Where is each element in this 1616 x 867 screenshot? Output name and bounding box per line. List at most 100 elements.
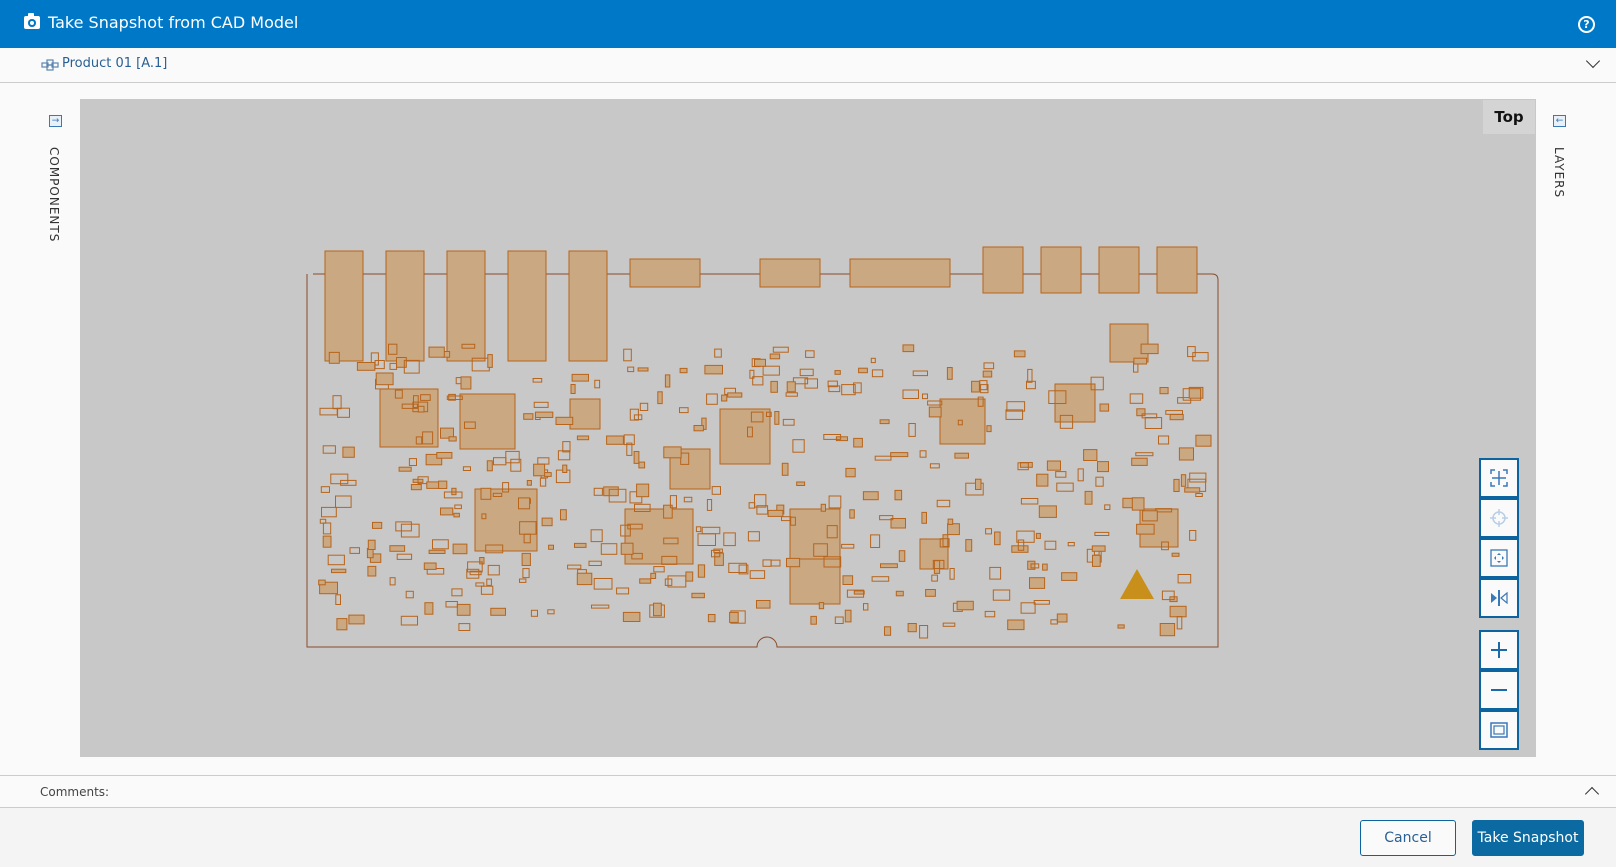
- smd-component: [521, 552, 531, 566]
- smd-component: [921, 511, 928, 524]
- smd-component: [774, 411, 780, 425]
- components-panel-tab[interactable]: COMPONENTS: [47, 147, 61, 243]
- smd-component: [1189, 530, 1197, 541]
- zoom-out-button[interactable]: [1479, 670, 1519, 710]
- smd-component: [1161, 590, 1175, 601]
- smd-component: [342, 446, 355, 458]
- smd-component: [965, 482, 984, 496]
- smd-component: [417, 476, 429, 485]
- smd-component: [486, 578, 492, 586]
- smd-component: [762, 559, 772, 567]
- smd-component: [949, 568, 955, 580]
- smd-component: [1083, 449, 1098, 462]
- smd-component: [328, 351, 340, 364]
- help-icon[interactable]: ?: [1578, 16, 1595, 33]
- mirror-button[interactable]: [1479, 578, 1519, 618]
- smd-component: [653, 602, 662, 617]
- smd-component: [792, 377, 809, 385]
- smd-component: [992, 589, 1011, 601]
- smd-component: [337, 407, 351, 418]
- smd-component: [756, 600, 771, 609]
- smd-component: [576, 572, 593, 586]
- smd-component: [919, 625, 929, 639]
- smd-component: [375, 372, 394, 386]
- smd-component: [1038, 505, 1057, 518]
- smd-component: [1042, 563, 1048, 571]
- take-snapshot-button[interactable]: Take Snapshot: [1472, 820, 1584, 856]
- smd-component: [982, 370, 993, 378]
- smd-component: [1048, 390, 1067, 404]
- smd-component: [486, 460, 493, 472]
- dialog-footer: Cancel Take Snapshot: [0, 808, 1616, 867]
- smd-component: [526, 480, 532, 486]
- fit-all-button[interactable]: [1479, 710, 1519, 750]
- cancel-button[interactable]: Cancel: [1360, 820, 1456, 856]
- smd-component: [451, 588, 463, 597]
- smd-component: [1011, 545, 1029, 553]
- smd-component: [608, 488, 627, 503]
- smd-component: [870, 534, 881, 548]
- fit-selection-button[interactable]: [1479, 458, 1519, 498]
- expand-layers-icon[interactable]: ←: [1553, 115, 1566, 127]
- pan-button[interactable]: [1479, 538, 1519, 578]
- smd-component: [1091, 545, 1106, 552]
- smd-component: [485, 544, 504, 554]
- layers-panel-tab[interactable]: LAYERS: [1552, 147, 1566, 199]
- smd-component: [796, 481, 806, 486]
- smd-component: [748, 502, 756, 509]
- smd-component: [925, 589, 936, 597]
- smd-component: [510, 458, 522, 472]
- smd-component: [452, 543, 468, 555]
- rj45-connector: [324, 250, 364, 362]
- usb-connector: [1040, 246, 1082, 294]
- smd-component: [560, 509, 567, 521]
- smd-component: [464, 421, 476, 429]
- smd-component: [631, 552, 643, 560]
- smd-component: [932, 559, 945, 569]
- smd-component: [691, 592, 705, 599]
- rj45-connector: [507, 250, 547, 362]
- smd-component: [454, 504, 462, 510]
- smd-component: [1144, 417, 1163, 429]
- cad-viewer[interactable]: Top: [80, 99, 1536, 757]
- smd-component: [420, 394, 431, 401]
- smd-component: [928, 406, 942, 418]
- smd-component: [539, 477, 547, 487]
- smd-component: [466, 568, 480, 579]
- smd-component: [1026, 380, 1036, 390]
- fit-selection-icon: [1490, 469, 1508, 487]
- zoom-in-button[interactable]: [1479, 630, 1519, 670]
- smd-component: [487, 564, 500, 576]
- smd-component: [453, 512, 460, 518]
- expand-components-icon[interactable]: →: [49, 115, 62, 127]
- smd-component: [971, 380, 980, 393]
- smd-component: [440, 507, 454, 516]
- center-button[interactable]: [1479, 498, 1519, 538]
- smd-component: [1020, 602, 1036, 614]
- smd-component: [490, 607, 506, 616]
- smd-component: [767, 509, 784, 517]
- smd-component: [844, 609, 852, 623]
- smd-component: [428, 346, 445, 358]
- smd-component: [424, 602, 434, 615]
- smd-component: [693, 425, 704, 432]
- smd-component: [977, 396, 984, 407]
- smd-component: [1017, 539, 1025, 551]
- smd-component: [1136, 408, 1146, 417]
- smd-component: [663, 504, 673, 519]
- smd-component: [890, 452, 909, 458]
- smd-component: [650, 572, 657, 579]
- chevron-down-icon[interactable]: [1585, 53, 1601, 69]
- smd-component: [828, 495, 842, 509]
- smd-component: [683, 496, 693, 503]
- chevron-up-icon[interactable]: [1584, 786, 1600, 802]
- smd-component: [697, 533, 716, 546]
- smd-component: [636, 483, 650, 498]
- smd-component: [320, 486, 331, 493]
- smd-component: [322, 445, 336, 454]
- smd-component: [711, 549, 721, 558]
- smd-component: [1158, 435, 1170, 445]
- smd-component: [446, 395, 463, 400]
- breadcrumb-product[interactable]: Product 01 [A.1]: [62, 56, 168, 71]
- comments-section[interactable]: Comments:: [0, 775, 1616, 808]
